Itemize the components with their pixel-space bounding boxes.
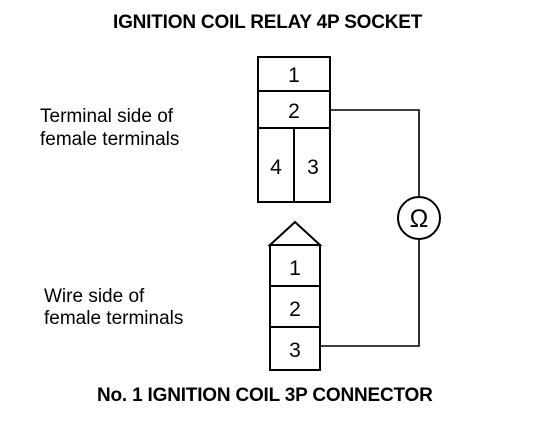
relay-socket (257, 56, 331, 203)
connector-terminal-3: 3 (289, 339, 301, 362)
socket-terminal-1: 1 (288, 64, 300, 87)
ohmmeter-circle (397, 196, 441, 240)
socket-title: IGNITION COIL RELAY 4P SOCKET (113, 12, 423, 33)
ohm-symbol-icon: Ω (410, 205, 429, 233)
connector-side-label-line2: female terminals (44, 308, 184, 329)
wire-socket-to-meter (330, 109, 420, 197)
socket-terminal-3: 3 (307, 156, 319, 179)
connector-terminal-1: 1 (289, 257, 301, 280)
socket-terminal-2: 2 (288, 100, 300, 123)
socket-side-label-line1: Terminal side of (40, 106, 174, 127)
ohmmeter: Ω (397, 196, 441, 240)
connector-title: No. 1 IGNITION COIL 3P CONNECTOR (97, 385, 433, 406)
connector-terminal-2: 2 (289, 298, 301, 321)
coil-connector (267, 220, 323, 371)
connector-outline (269, 244, 321, 371)
connector-side-label-line1: Wire side of (44, 286, 145, 307)
wire-meter-to-connector (320, 239, 420, 347)
socket-terminal-4: 4 (270, 156, 282, 179)
connector-key-tab (267, 220, 323, 246)
socket-side-label-line2: female terminals (40, 129, 180, 150)
